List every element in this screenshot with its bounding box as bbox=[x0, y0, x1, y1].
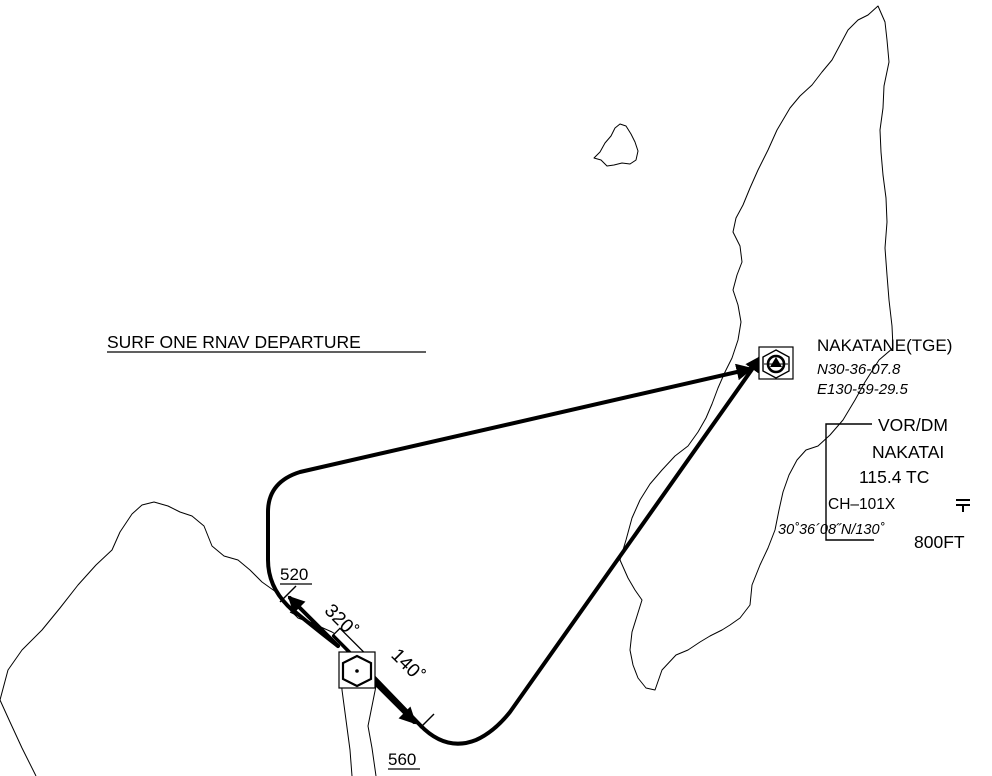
mainland-inner-coast bbox=[0, 699, 37, 776]
coastlines bbox=[0, 5, 894, 776]
airport-hexagon-icon bbox=[341, 654, 373, 688]
label-520: 520 bbox=[280, 565, 308, 584]
tick-520 bbox=[279, 585, 297, 603]
navaid-info-box: VOR/DM NAKATAI 115.4 TC CH–101X 30˚36´08… bbox=[778, 415, 970, 552]
route-northwest-to-nakatane bbox=[266, 363, 754, 648]
course-140-label: 140˚ bbox=[387, 645, 429, 687]
navaid-elevation: 800FT bbox=[914, 532, 965, 552]
fix-latitude: N30-36-07.8 bbox=[817, 361, 901, 378]
navaid-name: NAKATAI bbox=[872, 442, 944, 462]
route-southeast-to-nakatane bbox=[332, 355, 762, 746]
navaid-channel: CH–101X bbox=[828, 496, 896, 513]
island-tanegashima-coast bbox=[619, 5, 894, 691]
airport-symbol bbox=[332, 627, 376, 689]
mainland-coast bbox=[0, 501, 377, 776]
navaid-type: VOR/DM bbox=[878, 415, 948, 435]
label-560: 560 bbox=[388, 750, 416, 769]
procedure-title: SURF ONE RNAV DEPARTURE bbox=[107, 332, 361, 352]
navaid-frequency: 115.4 TC bbox=[859, 467, 929, 487]
airport-dot-icon bbox=[355, 669, 359, 673]
fix-longitude: E130-59-29.5 bbox=[817, 381, 909, 398]
fix-name: NAKATANE(TGE) bbox=[817, 336, 952, 355]
small-islet bbox=[593, 123, 639, 167]
navaid-coordinates: 30˚36´08˝N/130˚ bbox=[778, 522, 885, 538]
morse-code-icon bbox=[956, 499, 970, 512]
arrow-320-course bbox=[287, 595, 340, 648]
vor-dme-symbol-icon bbox=[758, 346, 794, 380]
tick-560 bbox=[419, 713, 435, 729]
